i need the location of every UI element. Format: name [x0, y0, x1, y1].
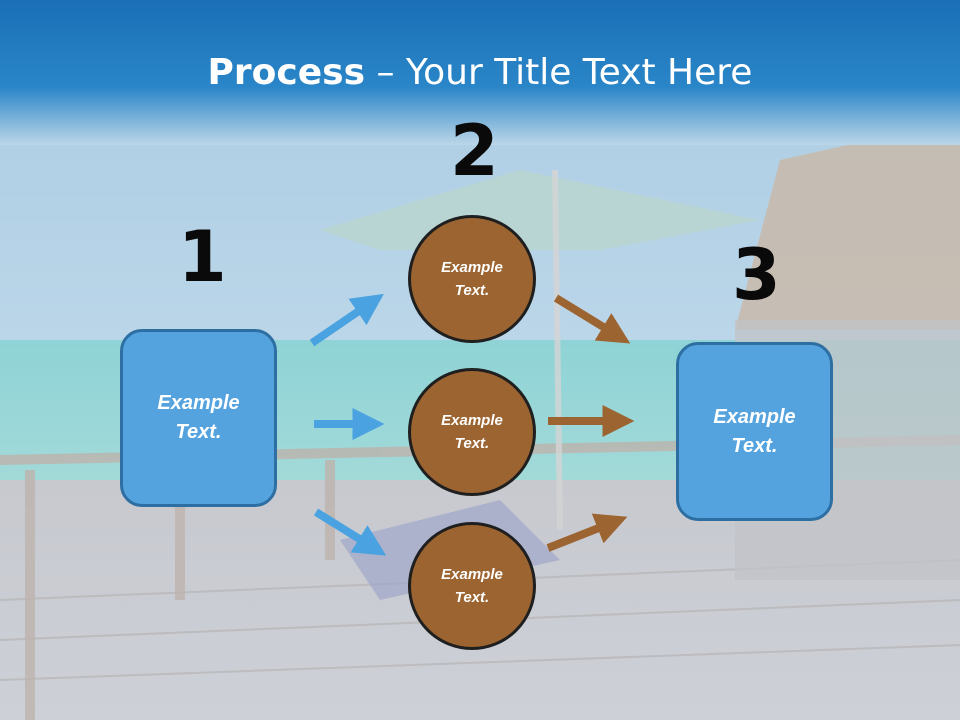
circle-middle: Example Text. [408, 368, 536, 496]
title-rest: – Your Title Text Here [365, 52, 753, 93]
step-number-3: 3 [732, 234, 781, 316]
page-title: Process – Your Title Text Here [0, 52, 960, 93]
circle-bottom: Example Text. [408, 522, 536, 650]
step-number-1: 1 [178, 216, 227, 298]
arrow-left-to-top [309, 293, 384, 347]
arrow-bottom-to-right [546, 513, 628, 552]
left-box: Example Text. [120, 329, 277, 507]
title-bold: Process [207, 52, 366, 93]
right-box: Example Text. [676, 342, 833, 521]
arrow-left-to-bottom [313, 508, 387, 556]
step-number-2: 2 [450, 110, 499, 192]
circle-top: Example Text. [408, 215, 536, 343]
arrow-top-to-right [553, 294, 631, 344]
